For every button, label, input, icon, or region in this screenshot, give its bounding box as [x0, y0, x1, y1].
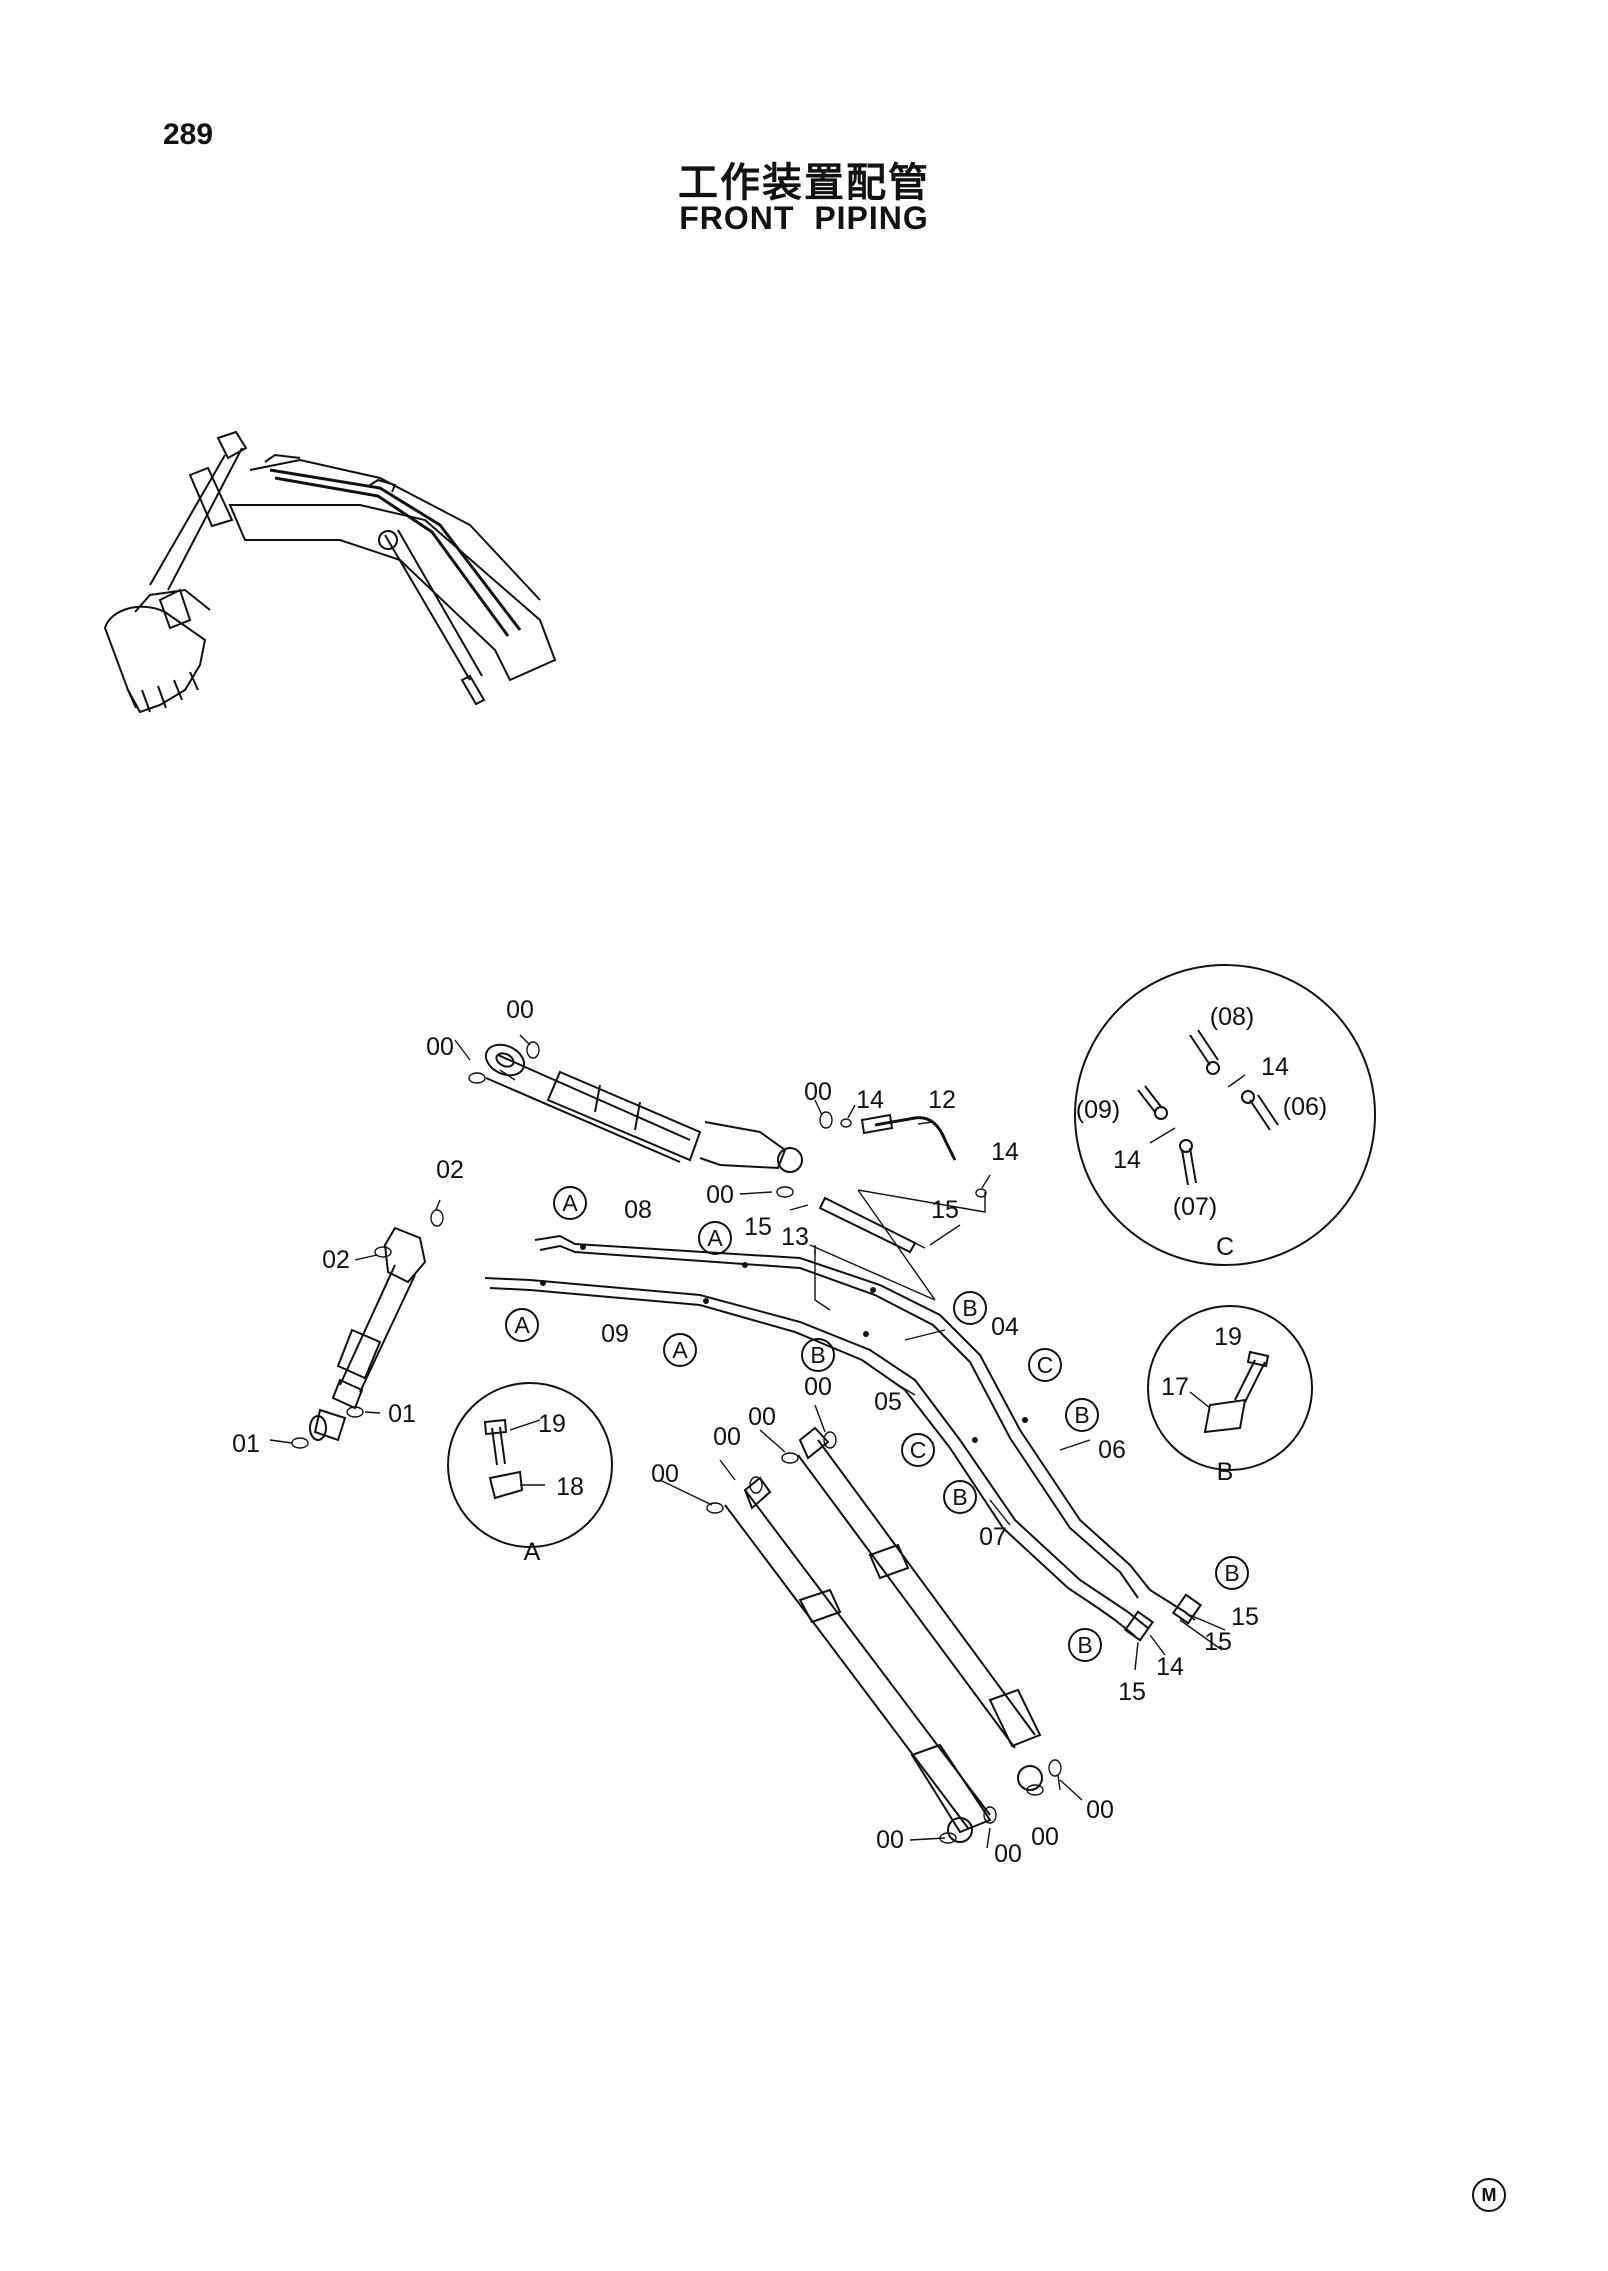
callout-17: 17 [1161, 1373, 1189, 1401]
svg-text:B: B [1074, 1402, 1089, 1428]
callout-13: 13 [781, 1223, 809, 1251]
marker-b-6: B [1068, 1628, 1102, 1662]
svg-text:B: B [962, 1295, 977, 1321]
part-callouts: 00 00 00 14 12 14 00 15 13 15 08 02 02 0… [232, 996, 1327, 1868]
hose-12 [874, 1116, 957, 1161]
svg-text:A: A [672, 1337, 688, 1363]
detail-view-c [1074, 964, 1376, 1266]
excavator-overview-illustration [103, 430, 557, 714]
detail-c-caption: C [1216, 1233, 1234, 1261]
marker-b-3: B [1065, 1398, 1099, 1432]
callout-08: 08 [624, 1196, 652, 1224]
svg-text:B: B [1077, 1632, 1092, 1658]
manufacturer-logo: M [1472, 2178, 1506, 2212]
detail-view-a [447, 1382, 613, 1548]
callout-00: 00 [804, 1373, 832, 1401]
callout-14: 14 [856, 1086, 884, 1114]
title-chinese: 工作装置配管 [678, 160, 930, 206]
callout-p09: (09) [1076, 1096, 1120, 1124]
svg-text:A: A [514, 1312, 530, 1338]
svg-text:C: C [1037, 1352, 1054, 1378]
svg-text:C: C [910, 1437, 927, 1463]
boom-cylinders [724, 1426, 1043, 1843]
svg-text:A: A [707, 1225, 723, 1251]
page-number: 289 [163, 118, 214, 151]
marker-c-1: C [1028, 1348, 1062, 1382]
callout-p07: (07) [1173, 1193, 1217, 1221]
callout-14: 14 [991, 1138, 1019, 1166]
detail-b-caption: B [1217, 1458, 1234, 1486]
callout-06: 06 [1098, 1436, 1126, 1464]
callout-15: 15 [1204, 1628, 1232, 1656]
callout-14: 14 [1113, 1146, 1141, 1174]
callout-00: 00 [1086, 1796, 1114, 1824]
svg-text:A: A [562, 1190, 578, 1216]
callout-15: 15 [1231, 1603, 1259, 1631]
callout-09: 09 [601, 1320, 629, 1348]
arm-cylinder [484, 1043, 803, 1173]
callout-00: 00 [876, 1826, 904, 1854]
marker-a-3: A [505, 1308, 539, 1342]
svg-text:B: B [1224, 1560, 1239, 1586]
marker-b-2: B [801, 1338, 835, 1372]
callout-00: 00 [651, 1460, 679, 1488]
callout-15: 15 [744, 1213, 772, 1241]
bucket-cylinder [309, 1226, 427, 1442]
detail-view-b [1147, 1305, 1313, 1471]
svg-text:B: B [810, 1342, 825, 1368]
callout-18: 18 [556, 1473, 584, 1501]
callout-01: 01 [232, 1430, 260, 1458]
callout-00: 00 [804, 1078, 832, 1106]
marker-b-1: B [953, 1291, 987, 1325]
callout-p06: (06) [1283, 1093, 1327, 1121]
marker-c-2: C [901, 1433, 935, 1467]
title-english: FRONT PIPING [679, 200, 929, 236]
callout-15: 15 [1118, 1678, 1146, 1706]
callout-01: 01 [388, 1400, 416, 1428]
marker-b-5: B [1215, 1556, 1249, 1590]
callout-02: 02 [322, 1246, 350, 1274]
callout-04: 04 [991, 1313, 1019, 1341]
callout-p08: (08) [1210, 1003, 1254, 1031]
boom-pipe-routing [484, 1234, 1203, 1642]
leader-lines [269, 1034, 1226, 1849]
svg-text:B: B [952, 1484, 967, 1510]
marker-a-2: A [698, 1221, 732, 1255]
callout-00: 00 [748, 1403, 776, 1431]
callout-00: 00 [426, 1033, 454, 1061]
callout-02: 02 [436, 1156, 464, 1184]
detail-a-caption: A [524, 1538, 541, 1566]
callout-00: 00 [506, 996, 534, 1024]
callout-05: 05 [874, 1388, 902, 1416]
callout-12: 12 [928, 1086, 956, 1114]
callout-07: 07 [979, 1523, 1007, 1551]
marker-a-1: A [553, 1186, 587, 1220]
callout-15: 15 [931, 1196, 959, 1224]
marker-a-4: A [663, 1333, 697, 1367]
marker-b-4: B [943, 1480, 977, 1514]
callout-00: 00 [713, 1423, 741, 1451]
callout-00: 00 [1031, 1823, 1059, 1851]
fitting-13 [818, 1196, 917, 1254]
callout-14: 14 [1156, 1653, 1184, 1681]
callout-00: 00 [994, 1840, 1022, 1868]
callout-00: 00 [706, 1181, 734, 1209]
callout-19: 19 [538, 1410, 566, 1438]
callout-14: 14 [1261, 1053, 1289, 1081]
callout-19: 19 [1214, 1323, 1242, 1351]
